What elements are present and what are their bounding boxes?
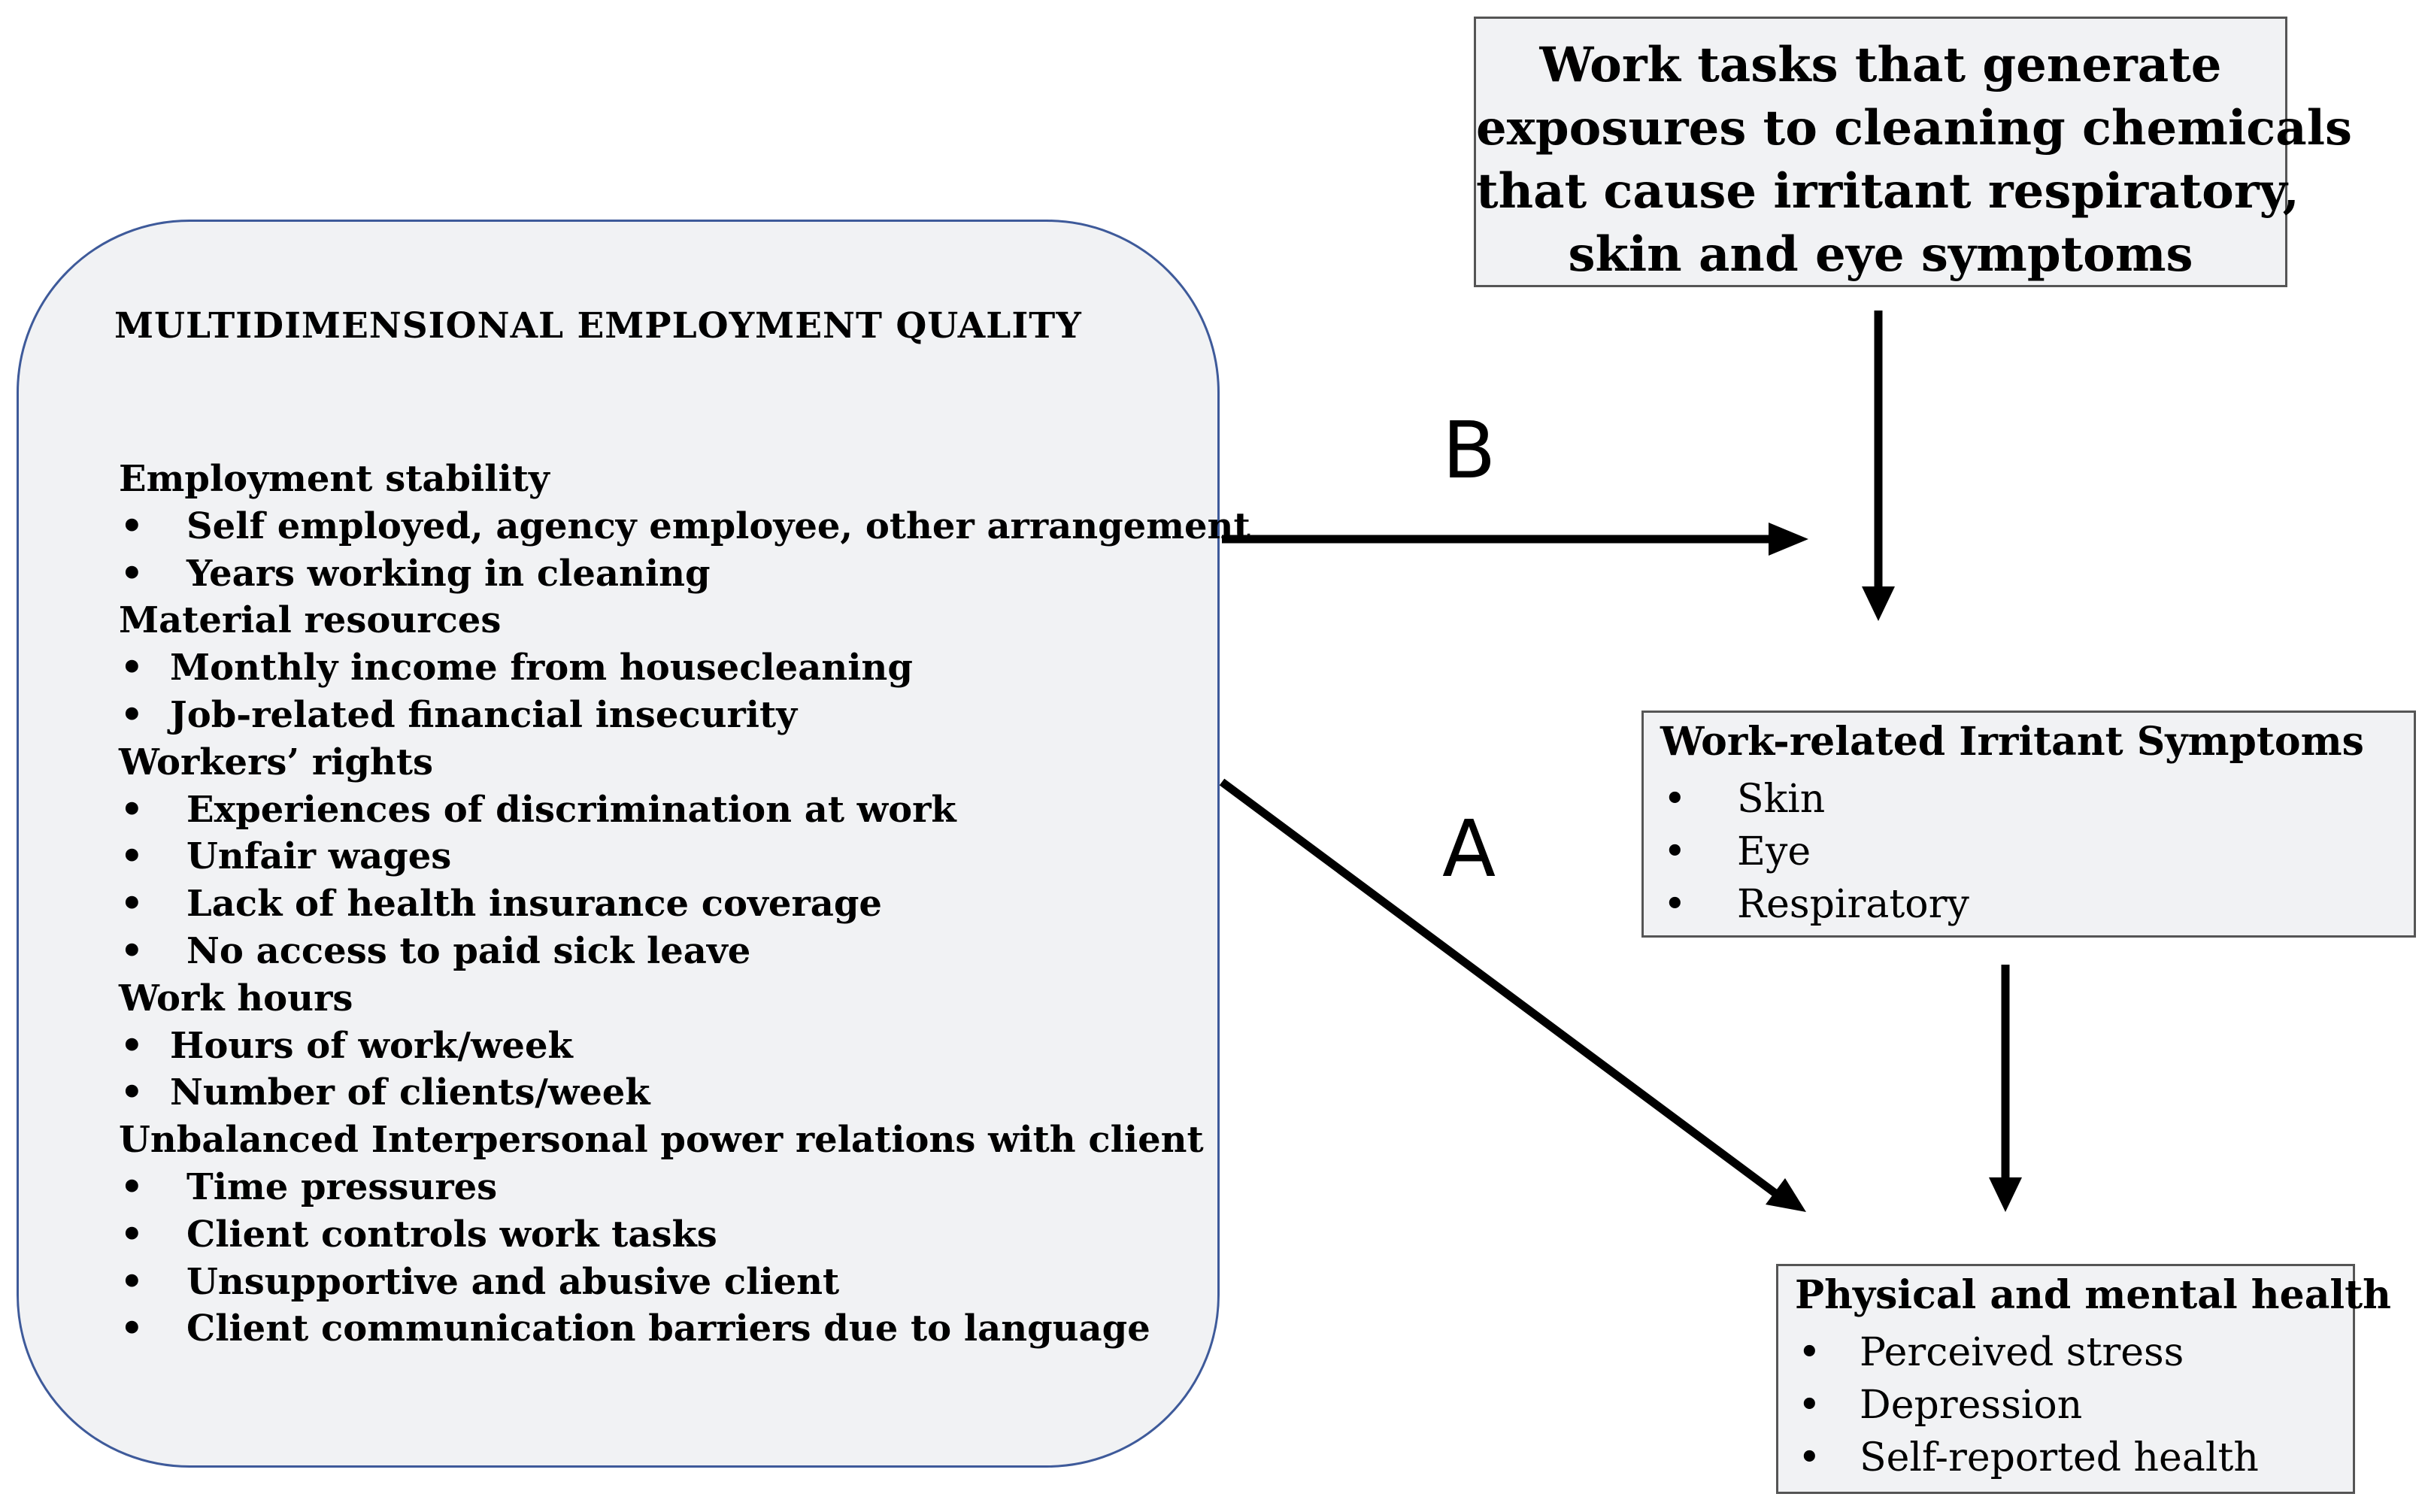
symptoms-title: Work-related Irritant Symptoms xyxy=(1660,719,2364,765)
health-box: Physical and mental health • Perceived st… xyxy=(1776,1264,2391,1494)
dimension-item-label: Lack of health insurance coverage xyxy=(186,883,882,926)
health-label: Self-reported health xyxy=(1860,1435,2259,1480)
dimension-item-label: Unfair wages xyxy=(186,835,452,878)
bullet: • xyxy=(1663,882,1687,927)
list-item: • Years working in cleaning xyxy=(119,550,1204,598)
dimension-heading: Workers’ rights xyxy=(119,741,434,783)
employment-quality-list: Employment stability • Self employed, agen… xyxy=(119,456,1250,1353)
dimension-item-label: Time pressures xyxy=(186,1165,498,1208)
dimension-heading: Material resources xyxy=(119,599,502,642)
list-item: • Unsupportive and abusive client xyxy=(119,1259,1204,1306)
list-item: • Number of clients/week xyxy=(119,1069,1204,1117)
bullet: • xyxy=(120,693,144,736)
dimension-item-label: Unsupportive and abusive client xyxy=(186,1260,840,1303)
health-label: Perceived stress xyxy=(1860,1330,2184,1375)
dimension-item-label: Hours of work/week xyxy=(170,1024,573,1067)
list-item: • Time pressures xyxy=(119,1164,1204,1211)
symptom-label: Respiratory xyxy=(1737,882,1969,927)
bullet: • xyxy=(120,1260,144,1303)
bullet: • xyxy=(120,929,144,972)
list-item: • Lack of health insurance coverage xyxy=(119,880,1204,928)
dimension-heading: Work hours xyxy=(119,977,353,1020)
bullet: • xyxy=(120,505,144,547)
bullet: • xyxy=(120,1165,144,1208)
list-item: • Client controls work tasks xyxy=(119,1211,1204,1259)
dimension-item-label: Job-related financial insecurity xyxy=(170,693,798,736)
exposure-box: Work tasks that generate exposures to cl… xyxy=(1474,17,2353,287)
bullet: • xyxy=(1798,1330,1821,1375)
list-item: • Hours of work/week xyxy=(119,1023,1204,1070)
health-title: Physical and mental health xyxy=(1795,1272,2391,1318)
arrow-exposure-head xyxy=(1862,586,1895,621)
symptom-label: Skin xyxy=(1737,777,1826,822)
bullet: • xyxy=(120,647,144,689)
list-item: • Self employed, agency employee, other a… xyxy=(119,503,1250,550)
dimension-item-label: Years working in cleaning xyxy=(186,552,711,595)
bullet: • xyxy=(120,835,144,878)
dimension-item-label: Number of clients/week xyxy=(170,1071,650,1114)
list-item: • No access to paid sick leave xyxy=(119,928,1204,975)
arrow-a-head xyxy=(1766,1178,1806,1212)
dimension-item-label: Client controls work tasks xyxy=(186,1213,717,1256)
employment-quality-title: MULTIDIMENSIONAL EMPLOYMENT QUALITY xyxy=(114,305,1082,347)
employment-quality-panel xyxy=(17,220,1220,1468)
symptoms-box: Work-related Irritant Symptoms • Skin • Ey… xyxy=(1641,711,2416,938)
dimension-heading: Unbalanced Interpersonal power relations… xyxy=(119,1119,1204,1162)
arrow-a-label: A xyxy=(1442,803,1496,895)
bullet: • xyxy=(120,1071,144,1114)
bullet: • xyxy=(120,1307,144,1350)
list-item: • Client communication barriers due to la… xyxy=(119,1305,1204,1353)
bullet: • xyxy=(1798,1383,1821,1428)
bullet: • xyxy=(1798,1435,1821,1480)
list-item: • Experiences of discrimination at work xyxy=(119,786,1204,834)
bullet: • xyxy=(120,788,144,831)
arrow-b-head xyxy=(1769,523,1808,556)
dimension-item-label: Monthly income from housecleaning xyxy=(170,647,913,689)
health-label: Depression xyxy=(1860,1383,2083,1428)
exposure-line: skin and eye symptoms xyxy=(1568,226,2193,283)
dimension-item-label: Experiences of discrimination at work xyxy=(186,788,956,831)
dimension-item-label: Self employed, agency employee, other ar… xyxy=(186,505,1250,547)
exposure-line: Work tasks that generate xyxy=(1539,37,2222,93)
dimension-item-label: Client communication barriers due to lan… xyxy=(186,1307,1150,1350)
list-item: • Monthly income from housecleaning xyxy=(119,644,1204,692)
bullet: • xyxy=(1663,829,1687,874)
exposure-line: exposures to cleaning chemicals xyxy=(1476,100,2353,156)
list-item: • Job-related financial insecurity xyxy=(119,692,1204,739)
bullet: • xyxy=(120,552,144,595)
bullet: • xyxy=(1663,777,1687,822)
arrow-a-line xyxy=(1219,778,1781,1199)
bullet: • xyxy=(120,1024,144,1067)
dimension-item-label: No access to paid sick leave xyxy=(186,929,751,972)
bullet: • xyxy=(120,1213,144,1256)
arrow-b-label: B xyxy=(1442,405,1496,496)
symptom-label: Eye xyxy=(1737,829,1811,874)
list-item: • Unfair wages xyxy=(119,833,1204,880)
arrow-symptoms-head xyxy=(1989,1177,2022,1212)
exposure-line: that cause irritant respiratory, xyxy=(1476,163,2299,220)
dimension-heading: Employment stability xyxy=(119,458,550,500)
bullet: • xyxy=(120,883,144,926)
